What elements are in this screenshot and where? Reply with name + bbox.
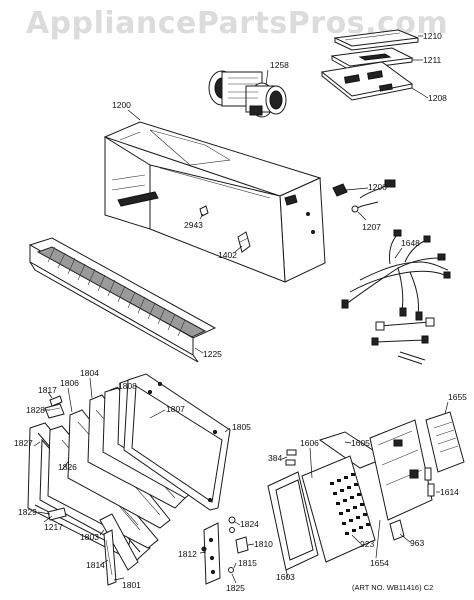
label-1804: 1804 bbox=[80, 368, 99, 378]
label-1814: 1814 bbox=[86, 560, 105, 570]
part-1211-filter-tray bbox=[330, 47, 414, 71]
part-963-thermistor bbox=[389, 519, 405, 541]
label-1208: 1208 bbox=[428, 93, 447, 103]
part-labels: 1210 1211 1208 1258 1200 1206 1207 2943 … bbox=[14, 31, 467, 593]
part-1210-grille-cover bbox=[333, 29, 419, 51]
part-1803-door-handle bbox=[99, 513, 139, 586]
label-1217: 1217 bbox=[44, 522, 63, 532]
label-1808: 1808 bbox=[118, 381, 137, 391]
label-1655: 1655 bbox=[448, 392, 467, 402]
part-1207-thermal-fuse bbox=[351, 201, 379, 213]
label-1812: 1812 bbox=[178, 549, 197, 559]
art-number: (ART NO. WB11416) C2 bbox=[352, 583, 433, 592]
part-1829-hinge-bottom bbox=[47, 507, 67, 521]
label-1225: 1225 bbox=[203, 349, 222, 359]
part-1655-display-board bbox=[425, 411, 465, 473]
label-1210: 1210 bbox=[423, 31, 442, 41]
label-1207: 1207 bbox=[362, 222, 381, 232]
label-384: 384 bbox=[268, 453, 282, 463]
label-1805: 1805 bbox=[232, 422, 251, 432]
part-1258-blower-motor bbox=[208, 70, 287, 118]
part-384-switch bbox=[285, 449, 297, 466]
label-1828: 1828 bbox=[26, 405, 45, 415]
label-1806: 1806 bbox=[60, 378, 79, 388]
label-1206: 1206 bbox=[368, 182, 387, 192]
part-1648-wire-harness bbox=[341, 229, 451, 365]
label-1654: 1654 bbox=[370, 558, 389, 568]
part-1225-vent-grille bbox=[28, 237, 217, 363]
part-1828-hinge bbox=[44, 403, 65, 419]
part-1805-door-outer bbox=[123, 373, 231, 511]
label-1829: 1829 bbox=[18, 507, 37, 517]
label-1815: 1815 bbox=[238, 558, 257, 568]
leader-lines bbox=[33, 35, 449, 584]
label-1826: 1826 bbox=[58, 462, 77, 472]
label-1603: 1603 bbox=[276, 572, 295, 582]
part-1812-latch-bracket bbox=[201, 516, 249, 585]
part-1206-power-cord-clip bbox=[332, 179, 396, 199]
part-1654-control-board bbox=[369, 419, 435, 521]
part-1817-latch bbox=[49, 395, 63, 407]
label-1827: 1827 bbox=[14, 438, 33, 448]
part-1606-keypad bbox=[301, 455, 376, 563]
label-1801: 1801 bbox=[122, 580, 141, 590]
label-1810: 1810 bbox=[254, 539, 273, 549]
part-1208-mounting-plate bbox=[320, 61, 414, 101]
label-1614: 1614 bbox=[440, 487, 459, 497]
label-1824: 1824 bbox=[240, 519, 259, 529]
part-1603-control-frame bbox=[267, 471, 319, 571]
part-2943-clip bbox=[199, 205, 209, 217]
label-2943: 2943 bbox=[184, 220, 203, 230]
label-1402: 1402 bbox=[218, 250, 237, 260]
label-1200: 1200 bbox=[112, 100, 131, 110]
label-1807: 1807 bbox=[166, 404, 185, 414]
label-1211: 1211 bbox=[423, 55, 442, 65]
label-963: 963 bbox=[410, 538, 424, 548]
part-1200-cabinet bbox=[103, 121, 326, 283]
label-1606: 1606 bbox=[300, 438, 319, 448]
label-1605: 1605 bbox=[351, 438, 370, 448]
label-1648: 1648 bbox=[401, 238, 420, 248]
label-923: 923 bbox=[360, 539, 374, 549]
label-1825: 1825 bbox=[226, 583, 245, 593]
label-1258: 1258 bbox=[270, 60, 289, 70]
label-1803: 1803 bbox=[80, 532, 99, 542]
label-1817: 1817 bbox=[38, 385, 57, 395]
